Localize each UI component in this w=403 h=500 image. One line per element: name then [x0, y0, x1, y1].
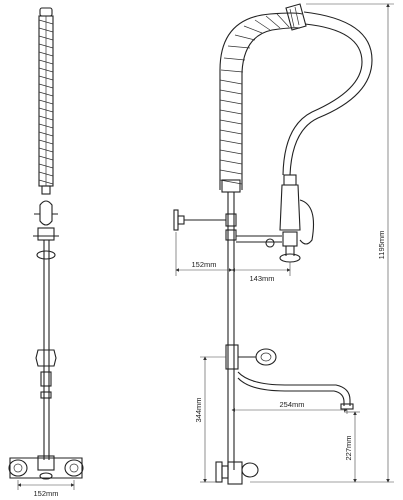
side-swivel-spout	[237, 371, 351, 406]
side-view: 152mm 143mm 254mm 344mm 227mm	[173, 3, 394, 485]
side-total-height-dimension: 1195mm	[306, 3, 394, 483]
spout-height-label: 344mm	[194, 397, 203, 422]
front-spring-coil	[38, 15, 54, 187]
side-spray-head	[279, 174, 315, 263]
side-base-height-dimension: 227mm	[250, 411, 360, 483]
side-spring-collar	[221, 179, 241, 193]
base-height-label: 227mm	[344, 435, 353, 460]
side-spout-reach-dimension: 254mm	[231, 400, 348, 414]
wall-offset-label: 152mm	[191, 260, 216, 269]
front-spray-valve	[39, 200, 53, 226]
side-base-fitting	[215, 461, 259, 485]
side-spout-height-dimension: 344mm	[194, 356, 226, 483]
side-spray-arm	[236, 235, 282, 248]
side-hose-nozzle	[285, 3, 307, 31]
front-base-width-label: 152mm	[33, 489, 58, 498]
front-mid-fitting	[36, 250, 56, 260]
side-wall-offset-dimension: 152mm	[175, 232, 233, 276]
side-wall-bracket	[173, 209, 237, 241]
side-flexible-hose	[289, 11, 373, 176]
front-base-width-dimension: 152mm	[17, 480, 75, 498]
front-view: 152mm	[8, 7, 84, 498]
side-spring-coil	[219, 12, 303, 190]
front-union-fitting	[35, 349, 57, 367]
front-valve-body	[37, 227, 55, 241]
front-top-cap	[39, 7, 53, 17]
spray-reach-label: 143mm	[249, 274, 274, 283]
front-spring-collar	[41, 185, 51, 195]
side-spray-reach-dimension: 143mm	[231, 262, 291, 283]
front-base-taps	[8, 455, 84, 480]
total-height-label: 1195mm	[377, 231, 386, 260]
spout-reach-label: 254mm	[279, 400, 304, 409]
